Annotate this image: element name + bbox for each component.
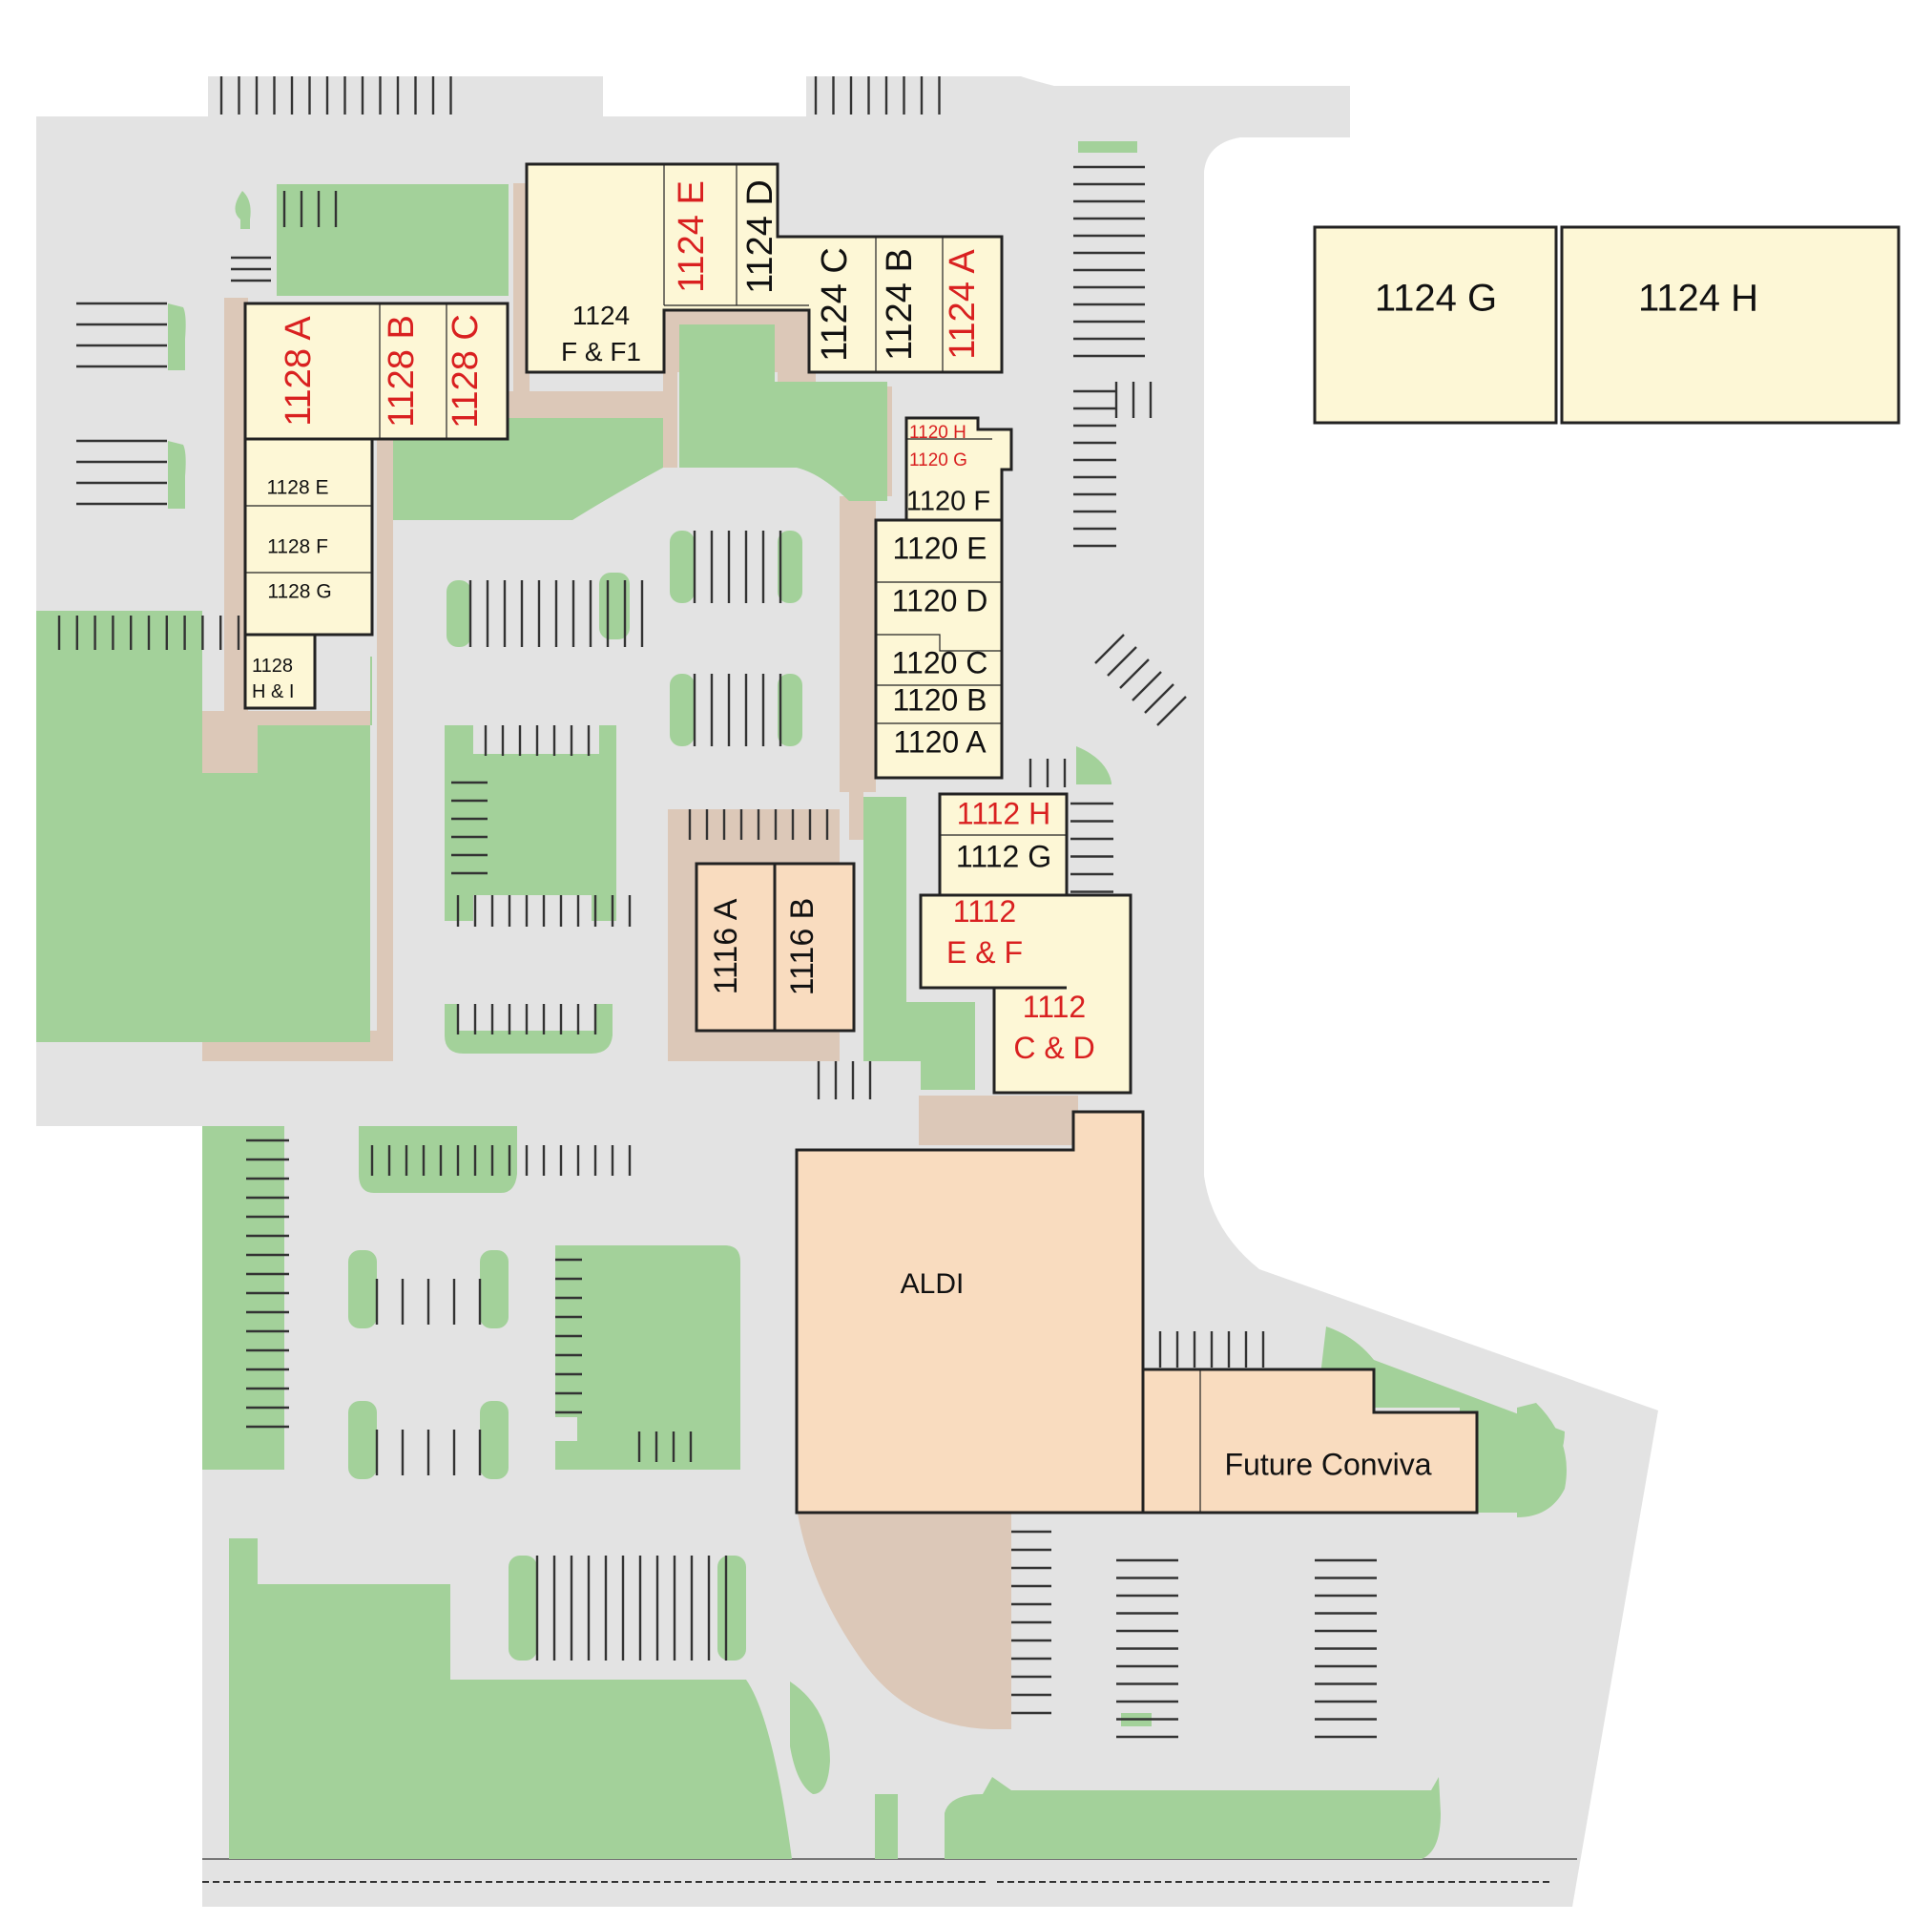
unit-label-1124-g: 1124 G xyxy=(1375,278,1497,320)
unit-label-1120-d: 1120 D xyxy=(892,583,988,617)
unit-label-1124-b: 1124 B xyxy=(880,248,920,361)
unit-label-1128-e: 1128 E xyxy=(267,477,329,499)
unit-label-1128-a: 1128 A xyxy=(279,316,319,427)
unit-label-aldi: ALDI xyxy=(901,1268,965,1300)
unit-label-1124-e: 1124 E xyxy=(672,180,712,293)
unit-label-1120-a: 1120 A xyxy=(893,724,987,759)
unit-label-1120-b: 1120 B xyxy=(892,682,987,717)
parking-stripe xyxy=(1132,671,1162,701)
parking-stripe xyxy=(1156,696,1187,726)
unit-label-1120-f: 1120 F xyxy=(906,487,990,517)
unit-label-1128-c: 1128 C xyxy=(446,314,486,428)
unit-label-1124-h: 1124 H xyxy=(1638,278,1758,320)
buildings xyxy=(243,162,1901,1515)
unit-label-1120-h: 1120 H xyxy=(909,423,966,443)
unit-label-1124-c: 1124 C xyxy=(815,247,855,362)
landscaped-areas xyxy=(36,141,1567,1859)
parking-stall-stripes xyxy=(57,76,1377,1739)
unit-label-1120-g: 1120 G xyxy=(909,450,967,470)
unit-label-1128-g: 1128 G xyxy=(267,581,331,603)
unit-labels: 1124 G 1124 H 1128 A 1128 B 1128 C 1128 E 1128… xyxy=(252,179,1758,1481)
unit-label-1124-a: 1124 A xyxy=(943,249,983,360)
unit-label-1128-f: 1128 F xyxy=(267,536,328,558)
unit-label-1116-a: 1116 A xyxy=(708,898,744,994)
unit-label-1116-b: 1116 B xyxy=(784,898,821,996)
unit-label-1128-b: 1128 B xyxy=(382,315,422,428)
parking-stripe xyxy=(1144,683,1174,714)
parking-stripe xyxy=(1107,646,1137,677)
unit-label-1120-e: 1120 E xyxy=(892,531,987,565)
parking-stripe xyxy=(1094,634,1125,664)
parking-stripe xyxy=(1119,658,1150,689)
unit-label-conviva: Future Conviva xyxy=(1225,1447,1432,1481)
unit-label-1112-h: 1112 H xyxy=(957,796,1050,830)
unit-label-1120-c: 1120 C xyxy=(892,645,988,679)
unit-label-1124-d: 1124 D xyxy=(740,179,780,294)
unit-label-1112-g: 1112 G xyxy=(956,839,1051,873)
